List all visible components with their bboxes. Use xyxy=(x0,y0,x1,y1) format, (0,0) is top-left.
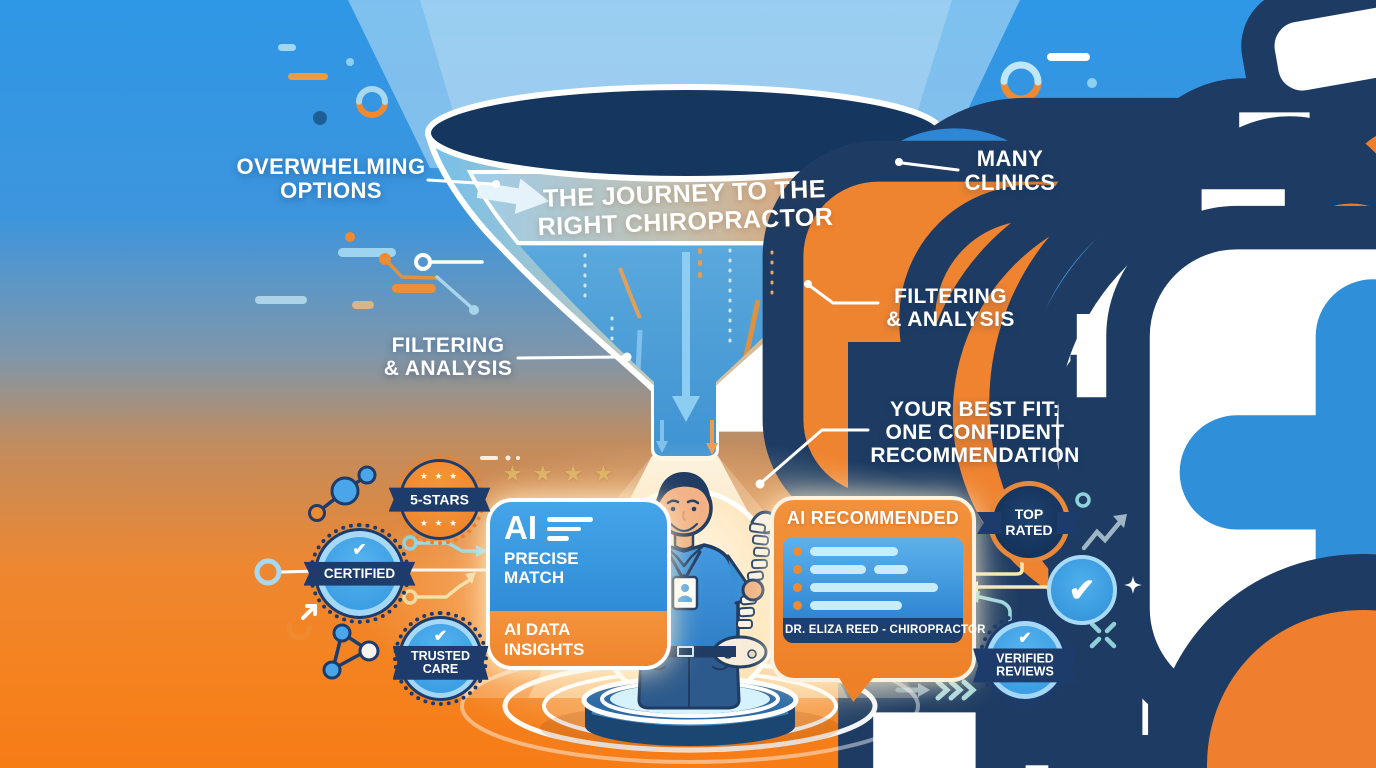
precise-match-label: PRECISE MATCH xyxy=(504,549,579,588)
text-bar xyxy=(874,565,908,574)
label-many-clinics: MANY CLINICS xyxy=(964,146,1056,196)
belt xyxy=(640,646,736,657)
bullet-dot-icon xyxy=(793,601,802,610)
bullet-dot-icon xyxy=(793,547,802,556)
sparkle-icon xyxy=(1124,576,1142,594)
rating-stars: ★ ★ ★ ★ xyxy=(504,464,616,485)
chiropractor-illustration xyxy=(615,472,779,710)
molecule-icon xyxy=(308,465,377,522)
checkmark-icon: ✔ xyxy=(352,540,367,559)
arrow-up-right-icon xyxy=(301,604,317,620)
holding-hand xyxy=(741,578,765,602)
side-decorations xyxy=(286,455,1142,768)
badge-certified: ✔ CERTIFIED xyxy=(303,523,416,624)
belt-buckle xyxy=(677,646,694,657)
ai-panel-top: AI PRECISE MATCH xyxy=(490,502,667,611)
five-stars-ribbon: 5-STARS xyxy=(388,487,491,512)
list-item xyxy=(793,547,953,556)
checkmark-icon: ✔ xyxy=(433,628,448,645)
checkmark-icon: ✔ xyxy=(1018,630,1032,647)
text-bar xyxy=(810,601,902,610)
ai-label: AI xyxy=(504,509,537,546)
hair xyxy=(656,472,712,514)
text-bar xyxy=(810,547,898,556)
list-item xyxy=(793,583,953,592)
chevron-icon xyxy=(895,679,977,701)
bullet-dot-icon xyxy=(793,583,802,592)
top-rated-label: TOP RATED xyxy=(1005,505,1053,538)
ai-match-panel: AI PRECISE MATCH AI DATA INSIGHTS xyxy=(486,498,671,670)
label-overwhelming-options: OVERWHELMING OPTIONS xyxy=(236,154,426,204)
doctor-name-label: DR. ELIZA REED - CHIROPRACTOR xyxy=(783,618,985,643)
certified-ribbon: CERTIFIED xyxy=(303,561,416,586)
smile xyxy=(670,523,698,532)
trend-arrow-icon xyxy=(1081,519,1123,551)
collar xyxy=(662,543,706,568)
badge-verified-reviews: ✔ VERIFIED REVIEWS xyxy=(973,613,1077,707)
ai-data-insights-label: AI DATA INSIGHTS xyxy=(490,611,667,666)
recommendation-bubble: AI RECOMMENDED DR. ELIZA REED - CHIROPRA… xyxy=(770,496,985,702)
badge-top-rated: TOP RATED xyxy=(988,481,1070,563)
badge-checkmark: ✔ xyxy=(1047,555,1117,625)
stars-deco: ★ ★ ★ xyxy=(419,471,460,481)
molecule-icon xyxy=(322,623,380,680)
checkmark-icon: ✔ xyxy=(1068,572,1096,608)
list-item xyxy=(793,565,953,574)
id-badge xyxy=(671,575,699,611)
bubble-header: AI RECOMMENDED xyxy=(786,508,960,528)
stars-deco: ★ ★ ★ xyxy=(419,518,460,528)
label-filtering-analysis-right: FILTERING & ANALYSIS xyxy=(886,285,1015,332)
label-filtering-analysis-left: FILTERING & ANALYSIS xyxy=(383,334,513,381)
label-best-fit: YOUR BEST FIT: ONE CONFIDENT RECOMMENDAT… xyxy=(870,398,1080,468)
text-bar xyxy=(810,583,938,592)
list-item xyxy=(793,601,953,610)
verified-reviews-ribbon: VERIFIED REVIEWS xyxy=(973,648,1077,683)
trusted-care-ribbon: TRUSTED CARE xyxy=(392,645,489,680)
badge-five-stars: ★ ★ ★ ★ ★ ★ 5-STARS xyxy=(388,454,491,545)
badge-trusted-care: ✔ TRUSTED CARE xyxy=(392,611,489,706)
text-lines-icon xyxy=(547,517,593,541)
bubble-list xyxy=(783,537,963,618)
text-bar xyxy=(810,565,866,574)
bullet-dot-icon xyxy=(793,565,802,574)
corner-marks-icon xyxy=(1089,621,1117,649)
